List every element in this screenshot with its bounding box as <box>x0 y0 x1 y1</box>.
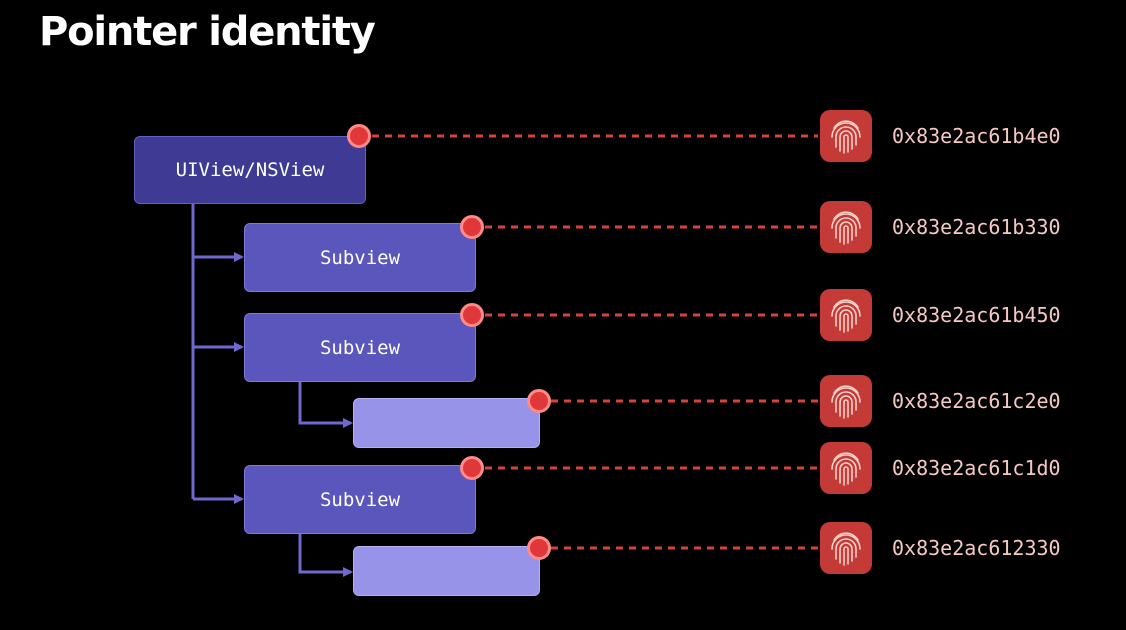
fingerprint-icon <box>820 289 872 341</box>
pointer-pin-subview-1 <box>460 215 484 239</box>
subview-box-2: Subview <box>244 313 476 382</box>
subview-label-3: Subview <box>319 488 401 511</box>
arrow-to-subview-3-child <box>298 534 353 577</box>
arrow-to-subview-2-child <box>298 382 353 428</box>
root-view-box: UIView/NSView <box>134 136 366 204</box>
fingerprint-icon <box>820 522 872 574</box>
pointer-address-subview-3-child: 0x83e2ac612330 <box>892 536 1061 560</box>
subview-label-2: Subview <box>319 336 401 359</box>
fingerprint-icon <box>820 201 872 253</box>
pointer-pin-subview-3-child <box>527 536 551 560</box>
fingerprint-icon <box>820 442 872 494</box>
pointer-address-subview-2-child: 0x83e2ac61c2e0 <box>892 389 1061 413</box>
pointer-pin-subview-3 <box>460 456 484 480</box>
subview-2-child-box <box>353 398 540 448</box>
subview-3-child-box <box>353 546 540 596</box>
fingerprint-icon <box>820 110 872 162</box>
tree-connectors <box>191 204 353 577</box>
slide-title: Pointer identity <box>39 9 376 55</box>
pointer-pin-subview-2-child <box>527 389 551 413</box>
pointer-address-subview-3: 0x83e2ac61c1d0 <box>892 456 1061 480</box>
pointer-address-root: 0x83e2ac61b4e0 <box>892 124 1061 148</box>
pointer-lines <box>372 134 818 550</box>
subview-label-1: Subview <box>319 246 401 269</box>
pointer-pin-root <box>347 124 371 148</box>
subview-box-3: Subview <box>244 465 476 534</box>
subview-box-1: Subview <box>244 223 476 292</box>
pointer-address-subview-2: 0x83e2ac61b450 <box>892 303 1061 327</box>
pointer-address-subview-1: 0x83e2ac61b330 <box>892 215 1061 239</box>
pointer-pin-subview-2 <box>460 303 484 327</box>
root-view-label: UIView/NSView <box>175 159 325 181</box>
fingerprint-icon <box>820 375 872 427</box>
